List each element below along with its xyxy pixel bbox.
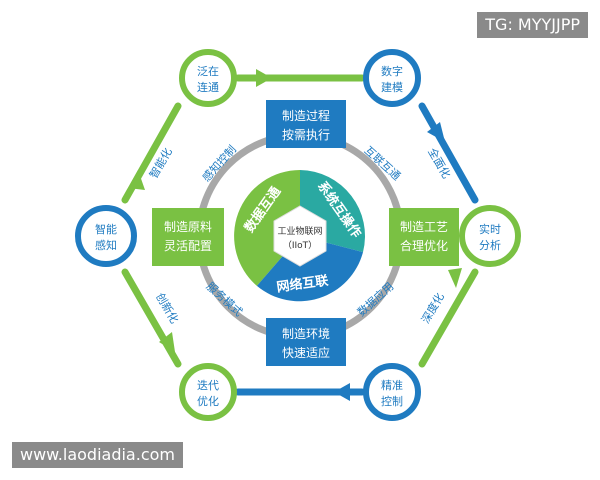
inner-box-top-line1: 制造过程 (282, 108, 330, 123)
arrow-head-icon (448, 268, 462, 288)
outer-node-top-right: 数字 建模 (363, 49, 421, 107)
outer-node-right: 实时 分析 (459, 205, 521, 267)
inner-box-left-bg (152, 208, 224, 266)
outer-node-top-left-line1: 泛在 (197, 65, 219, 78)
outer-node-left-line1: 智能 (95, 222, 117, 236)
center-title: 工业物联网 (277, 225, 322, 237)
outer-node-top-left: 泛在 连通 (179, 49, 237, 107)
inner-box-top: 制造过程 按需执行 (266, 100, 346, 148)
outer-node-bottom-right-line2: 控制 (381, 394, 403, 408)
outer-node-bottom-left-circle (179, 363, 237, 421)
edge-bottom-left (121, 268, 182, 368)
outer-node-right-line2: 分析 (479, 238, 501, 252)
segment-teal (300, 170, 365, 253)
edge-label-depth: 深度化 (418, 290, 447, 326)
inner-box-left: 制造原料 灵活配置 (152, 208, 224, 266)
inner-box-right-bg (389, 208, 459, 266)
inner-box-right-line2: 合理优化 (400, 238, 448, 253)
ring-label-service-mode: 服务模式 (204, 280, 245, 319)
inner-box-bottom-line1: 制造环境 (282, 326, 330, 341)
inner-box-left-line2: 灵活配置 (164, 239, 212, 253)
edge-bottom-right (418, 268, 479, 368)
outer-node-left-line2: 感知 (95, 238, 117, 252)
arrow-head-icon (159, 332, 175, 352)
outer-node-right-circle (459, 205, 521, 267)
inner-box-bottom-bg (266, 318, 346, 366)
outer-node-top-right-line1: 数字 (381, 64, 403, 78)
outer-node-bottom-left-line2: 优化 (197, 394, 219, 408)
inner-box-right: 制造工艺 合理优化 (389, 208, 459, 266)
outer-node-bottom-right: 精准 控制 (363, 363, 421, 421)
hexagon-arrows (128, 69, 462, 401)
edge-top-right (418, 102, 479, 204)
center-subtitle: （IIoT） (283, 240, 317, 251)
watermark-top: TG: MYYJJPP (477, 12, 588, 38)
outer-node-top-right-circle (363, 49, 421, 107)
outer-node-left-circle (75, 205, 137, 267)
outer-node-right-line1: 实时 (479, 222, 501, 236)
watermark-bottom: www.laodiadia.com (12, 442, 183, 468)
inner-box-right-line1: 制造工艺 (400, 220, 448, 234)
arrow-head-icon (256, 69, 272, 87)
arrow-head-icon (427, 122, 445, 142)
edge-label-innovation: 创新化 (153, 290, 182, 326)
arrow-head-icon (128, 170, 145, 190)
outer-node-bottom-left-line1: 迭代 (197, 379, 219, 392)
segment-label-blue: 网络互联 (276, 272, 330, 295)
outer-node-left: 智能 感知 (75, 205, 137, 267)
inner-box-top-bg (266, 100, 346, 148)
outer-node-top-right-line2: 建模 (381, 80, 403, 94)
inner-box-top-line2: 按需执行 (282, 128, 330, 142)
segment-green (234, 170, 300, 286)
inner-box-bottom: 制造环境 快速适应 (266, 318, 346, 366)
inner-box-bottom-line2: 快速适应 (282, 345, 330, 360)
arrow-head-icon (334, 383, 350, 401)
outer-node-bottom-left: 迭代 优化 (179, 363, 237, 421)
outer-node-top-left-circle (179, 49, 237, 107)
inner-box-left-line1: 制造原料 (164, 220, 212, 234)
center-hexagon (273, 205, 327, 267)
outer-node-top-left-line2: 连通 (197, 81, 219, 94)
ring-label-data-application: 数据应用 (354, 279, 396, 319)
outer-node-bottom-right-circle (363, 363, 421, 421)
outer-node-bottom-right-line1: 精准 (381, 379, 403, 392)
